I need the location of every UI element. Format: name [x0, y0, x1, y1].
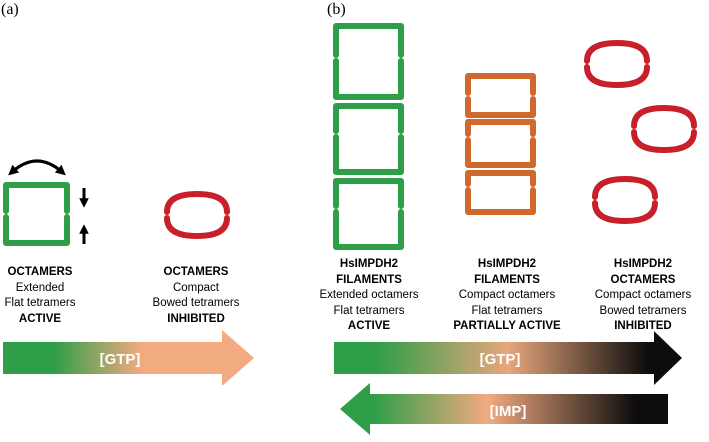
panel-b-red-octamer-3: [592, 175, 658, 225]
panel-a-right-caption: OCTAMERS Compact Bowed tetramers INHIBIT…: [153, 265, 240, 327]
panel-b-green-filament: [333, 23, 404, 250]
caption-title: OCTAMERS: [610, 273, 676, 286]
caption-line: Extended octamers: [319, 289, 419, 301]
caption-line: Bowed tetramers: [152, 297, 240, 309]
panel-b-col2-caption: HsIMPDH2 FILAMENTS Compact octamers Flat…: [453, 257, 560, 335]
caption-line: Bowed tetramers: [599, 304, 687, 317]
caption-status: INHIBITED: [167, 312, 225, 325]
panel-b-col1-caption: HsIMPDH2 FILAMENTS Extended octamers Fla…: [319, 257, 418, 335]
panel-a-label: (a): [1, 1, 19, 18]
caption-status: INHIBITED: [614, 320, 672, 332]
panel-a-inhibited-octamer: [164, 190, 230, 240]
caption-line: Compact octamers: [594, 289, 692, 301]
caption-title: HsIMPDH2: [339, 258, 399, 270]
panel-b-col3-caption: HsIMPDH2 OCTAMERS Compact octamers Bowed…: [595, 257, 692, 335]
panel-b-imp-label: [IMP]: [490, 403, 527, 420]
panel-a-gtp-arrow: [GTP]: [3, 330, 254, 386]
panel-b-red-octamer-1: [584, 39, 650, 89]
caption-title: HsIMPDH2: [613, 258, 673, 270]
panel-a-active-octamer: [3, 182, 70, 246]
panel-b-orange-filament: [465, 73, 536, 215]
caption-title: FILAMENTS: [474, 273, 540, 286]
caption-line: Flat tetramers: [4, 297, 76, 309]
caption-title: OCTAMERS: [163, 266, 229, 278]
caption-status: ACTIVE: [18, 312, 62, 325]
panel-b-red-octamer-2: [631, 104, 697, 154]
panel-a-left-caption: OCTAMERS Extended Flat tetramers ACTIVE: [5, 265, 76, 327]
panel-b-imp-arrow: [IMP]: [340, 383, 668, 435]
caption-title: FILAMENTS: [336, 273, 402, 286]
panel-a-gtp-label: [GTP]: [100, 351, 141, 368]
panel-b-gtp-label: [GTP]: [480, 351, 521, 368]
caption-title: OCTAMERS: [7, 266, 73, 278]
panel-b-label: (b): [327, 1, 346, 18]
caption-line: Extended: [15, 281, 65, 294]
rotation-arrow-icon: [8, 159, 66, 176]
panel-b-gtp-arrow: [GTP]: [334, 331, 682, 385]
caption-title: HsIMPDH2: [477, 258, 537, 270]
caption-status: ACTIVE: [347, 320, 391, 332]
caption-line: Compact octamers: [458, 289, 556, 301]
caption-line: Compact: [172, 281, 220, 294]
caption-status: PARTIALLY ACTIVE: [453, 320, 561, 332]
caption-line: Flat tetramers: [471, 304, 543, 317]
caption-line: Flat tetramers: [333, 304, 405, 317]
